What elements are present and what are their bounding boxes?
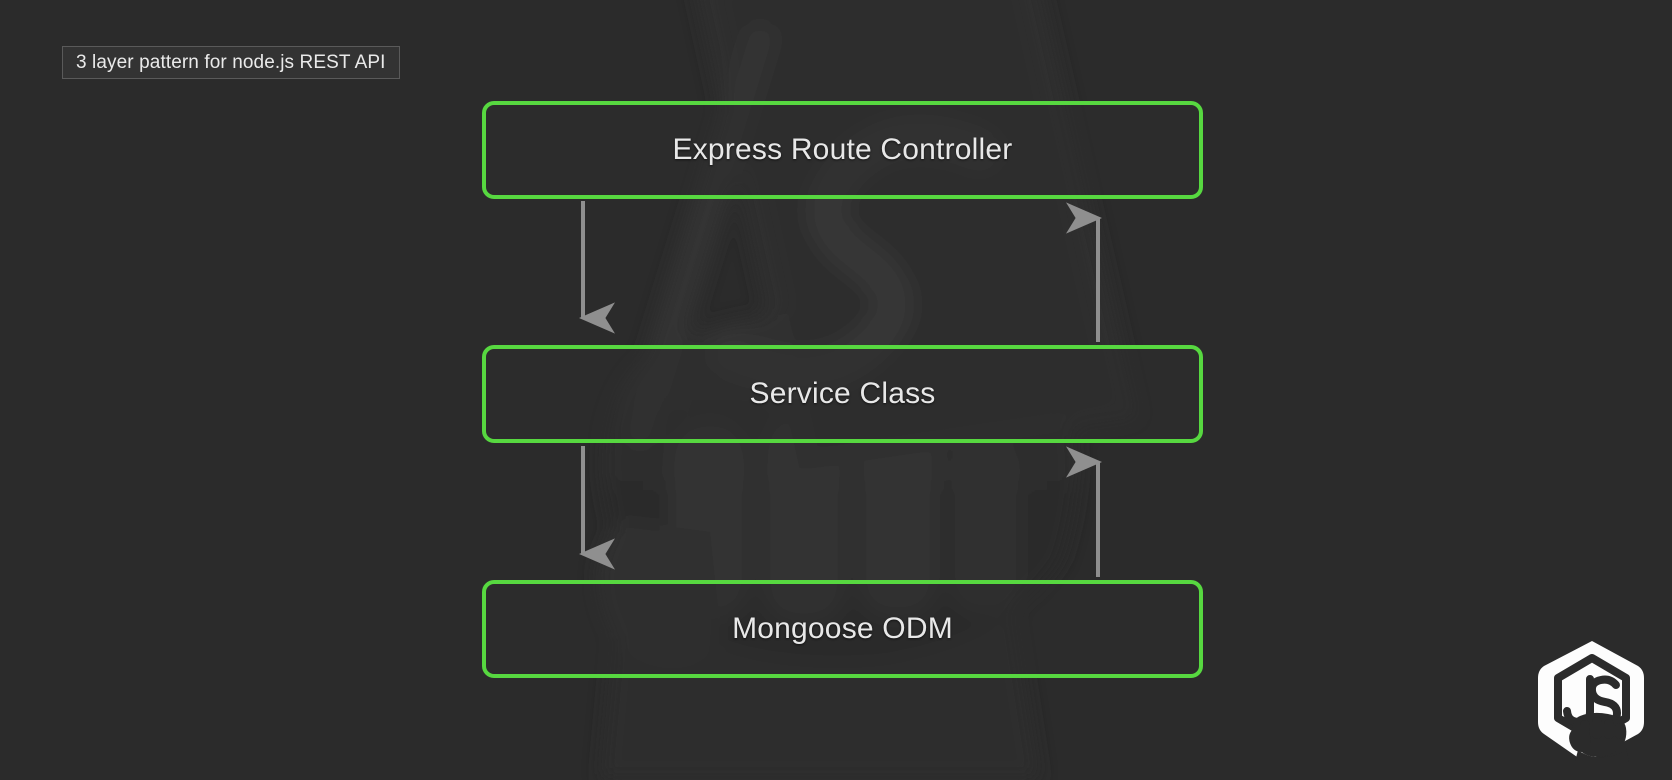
layer-label: Mongoose ODM (732, 612, 953, 645)
diagram-title-text: 3 layer pattern for node.js REST API (76, 51, 386, 73)
layer-label: Express Route Controller (672, 133, 1013, 166)
nodejs-fist-logo-icon (1538, 641, 1644, 762)
layer-label: Service Class (749, 377, 936, 410)
diagram-title-label: 3 layer pattern for node.js REST API (62, 46, 400, 79)
layer-box-service-class[interactable]: Service Class (482, 345, 1203, 443)
layer-box-mongoose-odm[interactable]: Mongoose ODM (482, 580, 1203, 678)
layer-box-express-route-controller[interactable]: Express Route Controller (482, 101, 1203, 199)
